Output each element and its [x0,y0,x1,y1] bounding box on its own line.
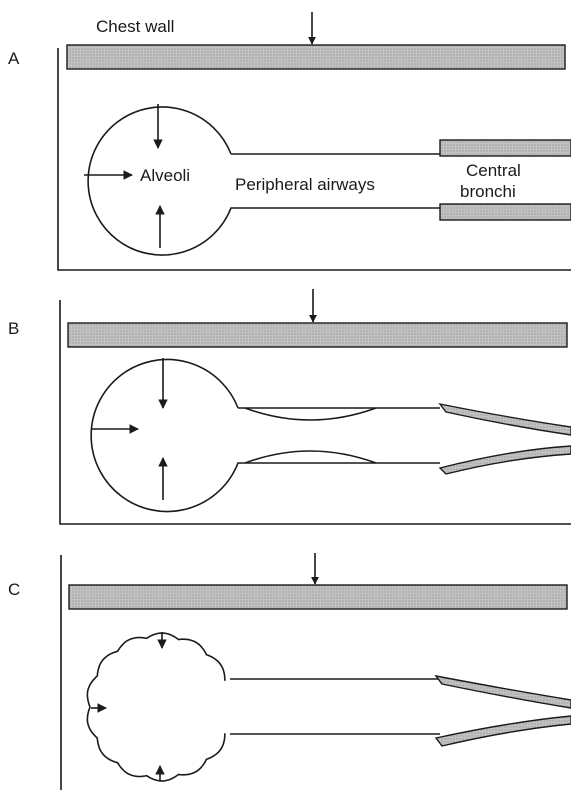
alveolus-outline-b [91,360,440,512]
panel-c: C [8,553,571,790]
panel-a-letter: A [8,49,20,68]
chest-wall-bar-c [69,585,567,609]
chest-wall-label: Chest wall [96,17,174,36]
central-bronchi-label-line2: bronchi [460,182,516,201]
peripheral-airway-c [230,679,440,734]
peripheral-airways-label: Peripheral airways [235,175,375,194]
alveolus-outline-c [87,633,225,781]
central-bronchi-wall-bottom-a [440,204,571,220]
chest-wall-bar-a [67,45,565,69]
panel-a: A Chest wall Alveoli Peripheral airways … [8,12,571,270]
airway-compression-top-b [245,408,376,420]
central-bronchi-wall-top-a [440,140,571,156]
panel-b: B [8,289,571,524]
panel-a-frame [58,48,571,270]
central-bronchi-wall-bottom-c [436,716,571,746]
airway-compression-bottom-b [245,451,376,463]
panel-b-letter: B [8,319,19,338]
panel-c-letter: C [8,580,20,599]
central-bronchi-label-line1: Central [466,161,521,180]
central-bronchi-wall-top-b [440,404,571,435]
central-bronchi-wall-top-c [436,676,571,708]
alveoli-label: Alveoli [140,166,190,185]
chest-wall-bar-b [68,323,567,347]
central-bronchi-wall-bottom-b [440,446,571,474]
